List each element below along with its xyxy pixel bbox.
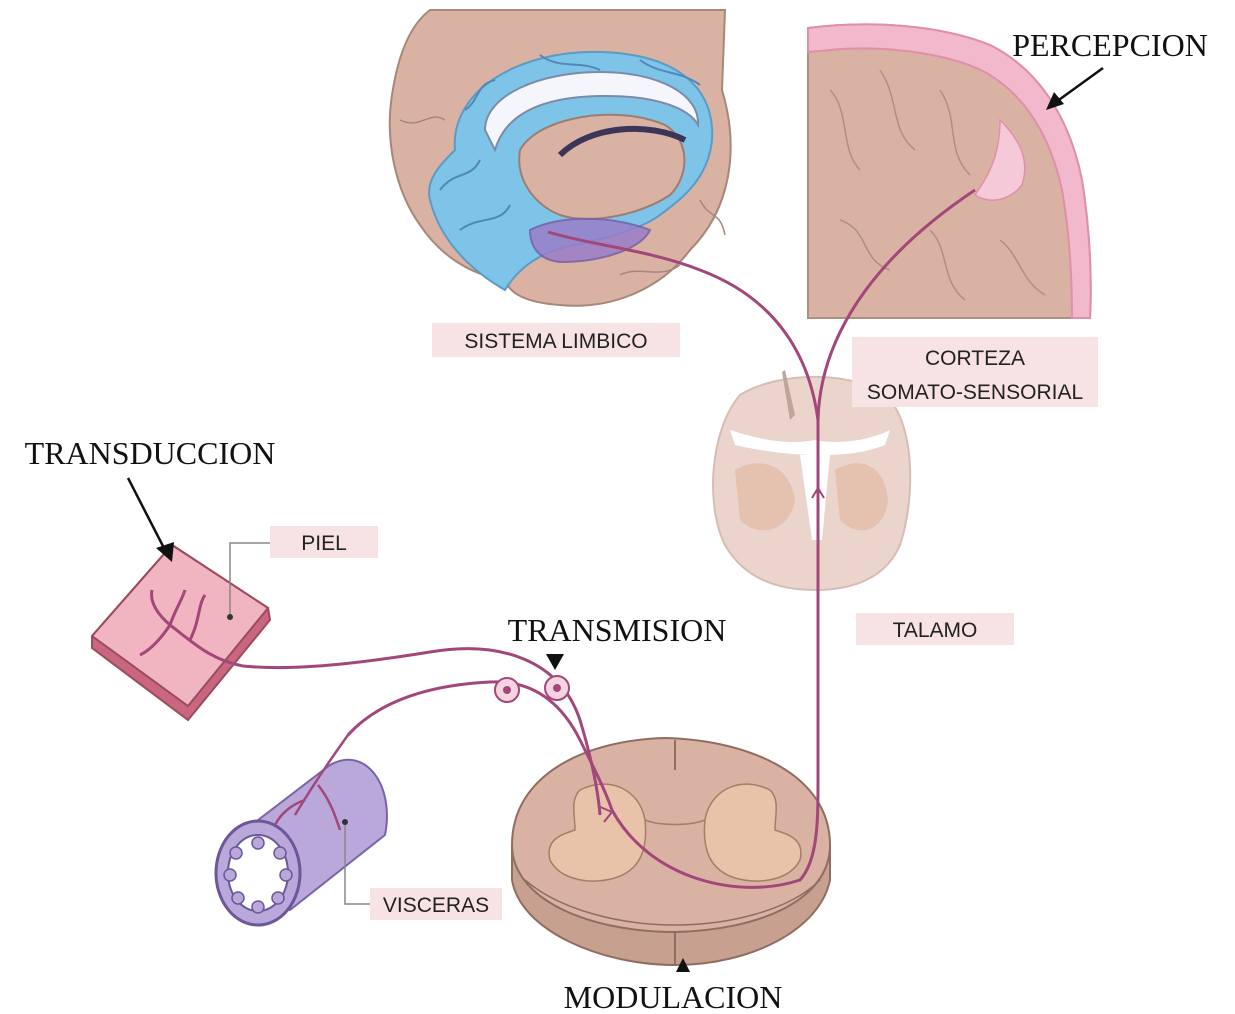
tag-thalamus-text: TALAMO	[893, 619, 978, 642]
perception-arrow	[1046, 68, 1103, 110]
cortex-illustration	[808, 24, 1091, 318]
label-modulation: MODULACION	[564, 979, 783, 1014]
label-transmission: TRANSMISION	[508, 612, 727, 648]
tag-skin-text: PIEL	[301, 532, 347, 555]
spinal-cord-illustration	[512, 738, 830, 965]
tag-cortex-line2: SOMATO-SENSORIAL	[867, 381, 1083, 404]
skin-illustration	[92, 545, 270, 720]
skin-top	[92, 545, 268, 706]
cortex-block	[808, 24, 1091, 318]
label-transduction: TRANSDUCCION	[25, 435, 276, 471]
tag-viscera: VISCERAS	[370, 888, 502, 920]
tag-cortex: CORTEZA SOMATO-SENSORIAL	[852, 337, 1098, 407]
tag-limbic-system-text: SISTEMA LIMBICO	[464, 330, 647, 353]
viscera-illustration	[216, 735, 387, 925]
tag-viscera-text: VISCERAS	[383, 894, 489, 917]
transmission-marker-icon	[546, 654, 564, 670]
tag-cortex-line1: CORTEZA	[925, 347, 1025, 370]
transduction-arrow	[128, 478, 174, 562]
tag-skin: PIEL	[270, 526, 378, 558]
tag-thalamus: TALAMO	[856, 613, 1014, 645]
label-perception: PERCEPCION	[1012, 27, 1208, 63]
tag-limbic-system: SISTEMA LIMBICO	[432, 323, 680, 357]
